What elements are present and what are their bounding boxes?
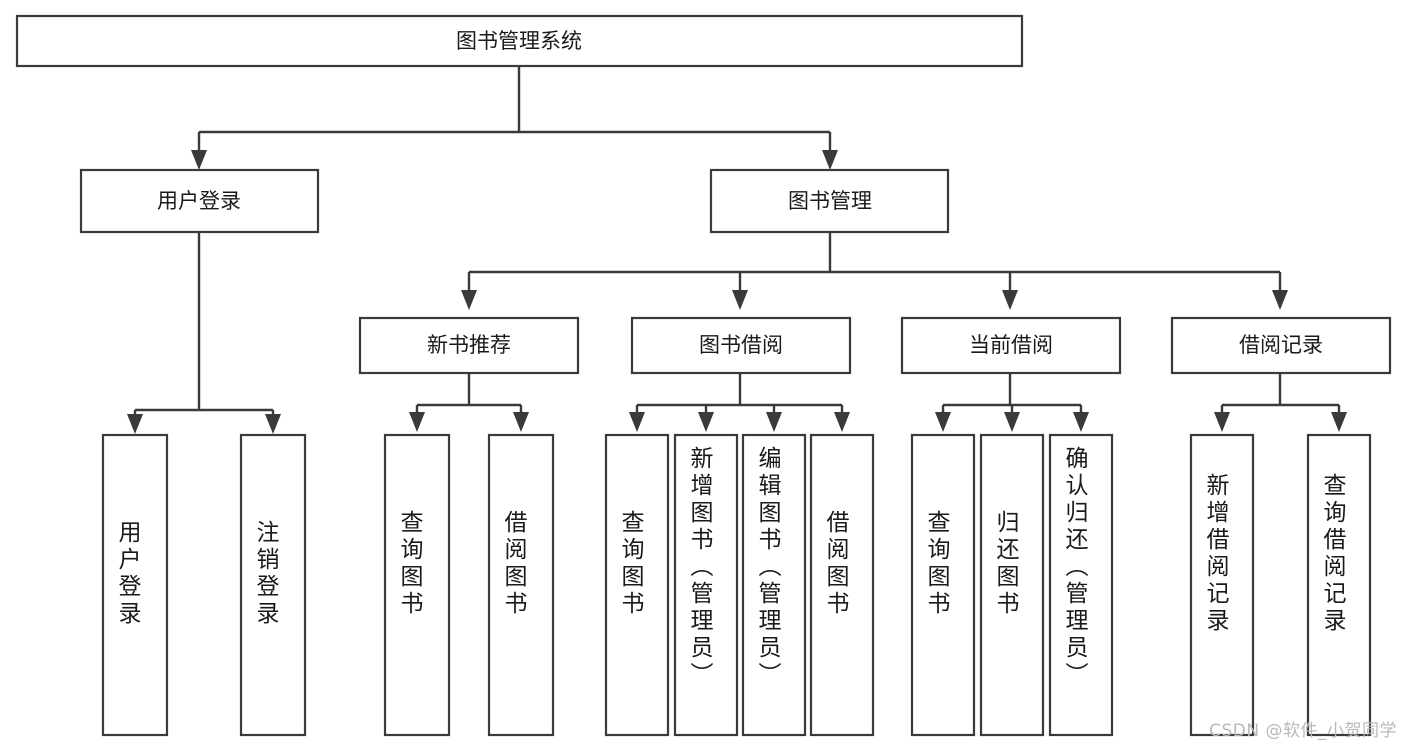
node-current-borrow-label: 当前借阅	[969, 333, 1053, 357]
node-root-box[interactable]	[15, 14, 1024, 68]
leaf-box-borrow-4[interactable]	[809, 433, 875, 737]
leaf-box-current-3[interactable]	[1048, 433, 1114, 737]
arrow-icon-bookmgmt-child-4	[1272, 290, 1288, 310]
node-borrow-record[interactable]: 借阅记录	[1170, 316, 1392, 375]
leaf-box-record-1[interactable]	[1189, 433, 1255, 737]
node-current-borrow[interactable]: 当前借阅	[900, 316, 1122, 375]
node-user-login-label: 用户登录	[157, 189, 241, 213]
arrow-icon-borrow-leaf-3	[766, 412, 782, 432]
arrow-icon-bookmgmt-child-3	[1002, 290, 1018, 310]
leaf-box-newbook-2[interactable]	[487, 433, 555, 737]
arrow-icon-newbook-leaf-2	[513, 412, 529, 432]
arrow-icon-bookmgmt-child-2	[732, 290, 748, 310]
arrow-icon-record-leaf-1	[1214, 412, 1230, 432]
leaf-box-newbook-1[interactable]	[383, 433, 451, 737]
arrow-icon-current-leaf-2	[1004, 412, 1020, 432]
node-user-login[interactable]: 用户登录	[79, 168, 320, 234]
node-new-book-recommend-label: 新书推荐	[427, 333, 511, 357]
arrow-icon-borrow-leaf-2	[698, 412, 714, 432]
arrow-icon-login-leaf-1	[127, 414, 143, 434]
node-book-management-label: 图书管理	[788, 189, 872, 213]
node-root-label: 图书管理系统	[456, 29, 582, 53]
node-root[interactable]: 图书管理系统	[15, 14, 1024, 68]
node-book-borrow[interactable]: 图书借阅	[630, 316, 852, 375]
leaf-box-borrow-3[interactable]	[741, 433, 807, 737]
arrow-icon-bookmgmt-child-1	[461, 290, 477, 310]
arrow-icon-record-leaf-2	[1331, 412, 1347, 432]
arrow-icon-login-leaf-2	[265, 414, 281, 434]
node-new-book-recommend[interactable]: 新书推荐	[358, 316, 580, 375]
leaf-box-user-login-1[interactable]	[101, 433, 169, 737]
leaf-box-borrow-1[interactable]	[604, 433, 670, 737]
arrow-icon-borrow-leaf-1	[629, 412, 645, 432]
node-book-management-box[interactable]	[709, 168, 950, 234]
leaf-box-current-1[interactable]	[910, 433, 976, 737]
arrow-icon-borrow-leaf-4	[834, 412, 850, 432]
node-user-login-box[interactable]	[79, 168, 320, 234]
leaf-box-user-login-2[interactable]	[239, 433, 307, 737]
node-borrow-record-box[interactable]	[1170, 316, 1392, 375]
arrow-icon-root-to-bookmgmt	[822, 150, 838, 170]
arrow-icon-current-leaf-3	[1073, 412, 1089, 432]
node-current-borrow-box[interactable]	[900, 316, 1122, 375]
leaf-box-record-2[interactable]	[1306, 433, 1372, 737]
leaf-box-current-2[interactable]	[979, 433, 1045, 737]
arrow-icon-newbook-leaf-1	[409, 412, 425, 432]
node-new-book-recommend-box[interactable]	[358, 316, 580, 375]
leaf-box-borrow-2[interactable]	[673, 433, 739, 737]
node-book-borrow-box[interactable]	[630, 316, 852, 375]
watermark-text: CSDN @软件_小贺同学	[1209, 721, 1397, 741]
node-borrow-record-label: 借阅记录	[1239, 333, 1323, 357]
node-book-management[interactable]: 图书管理	[709, 168, 950, 234]
arrow-icon-root-to-login	[191, 150, 207, 170]
arrow-icon-current-leaf-1	[935, 412, 951, 432]
node-book-borrow-label: 图书借阅	[699, 333, 783, 357]
connector-layer	[127, 66, 1347, 434]
